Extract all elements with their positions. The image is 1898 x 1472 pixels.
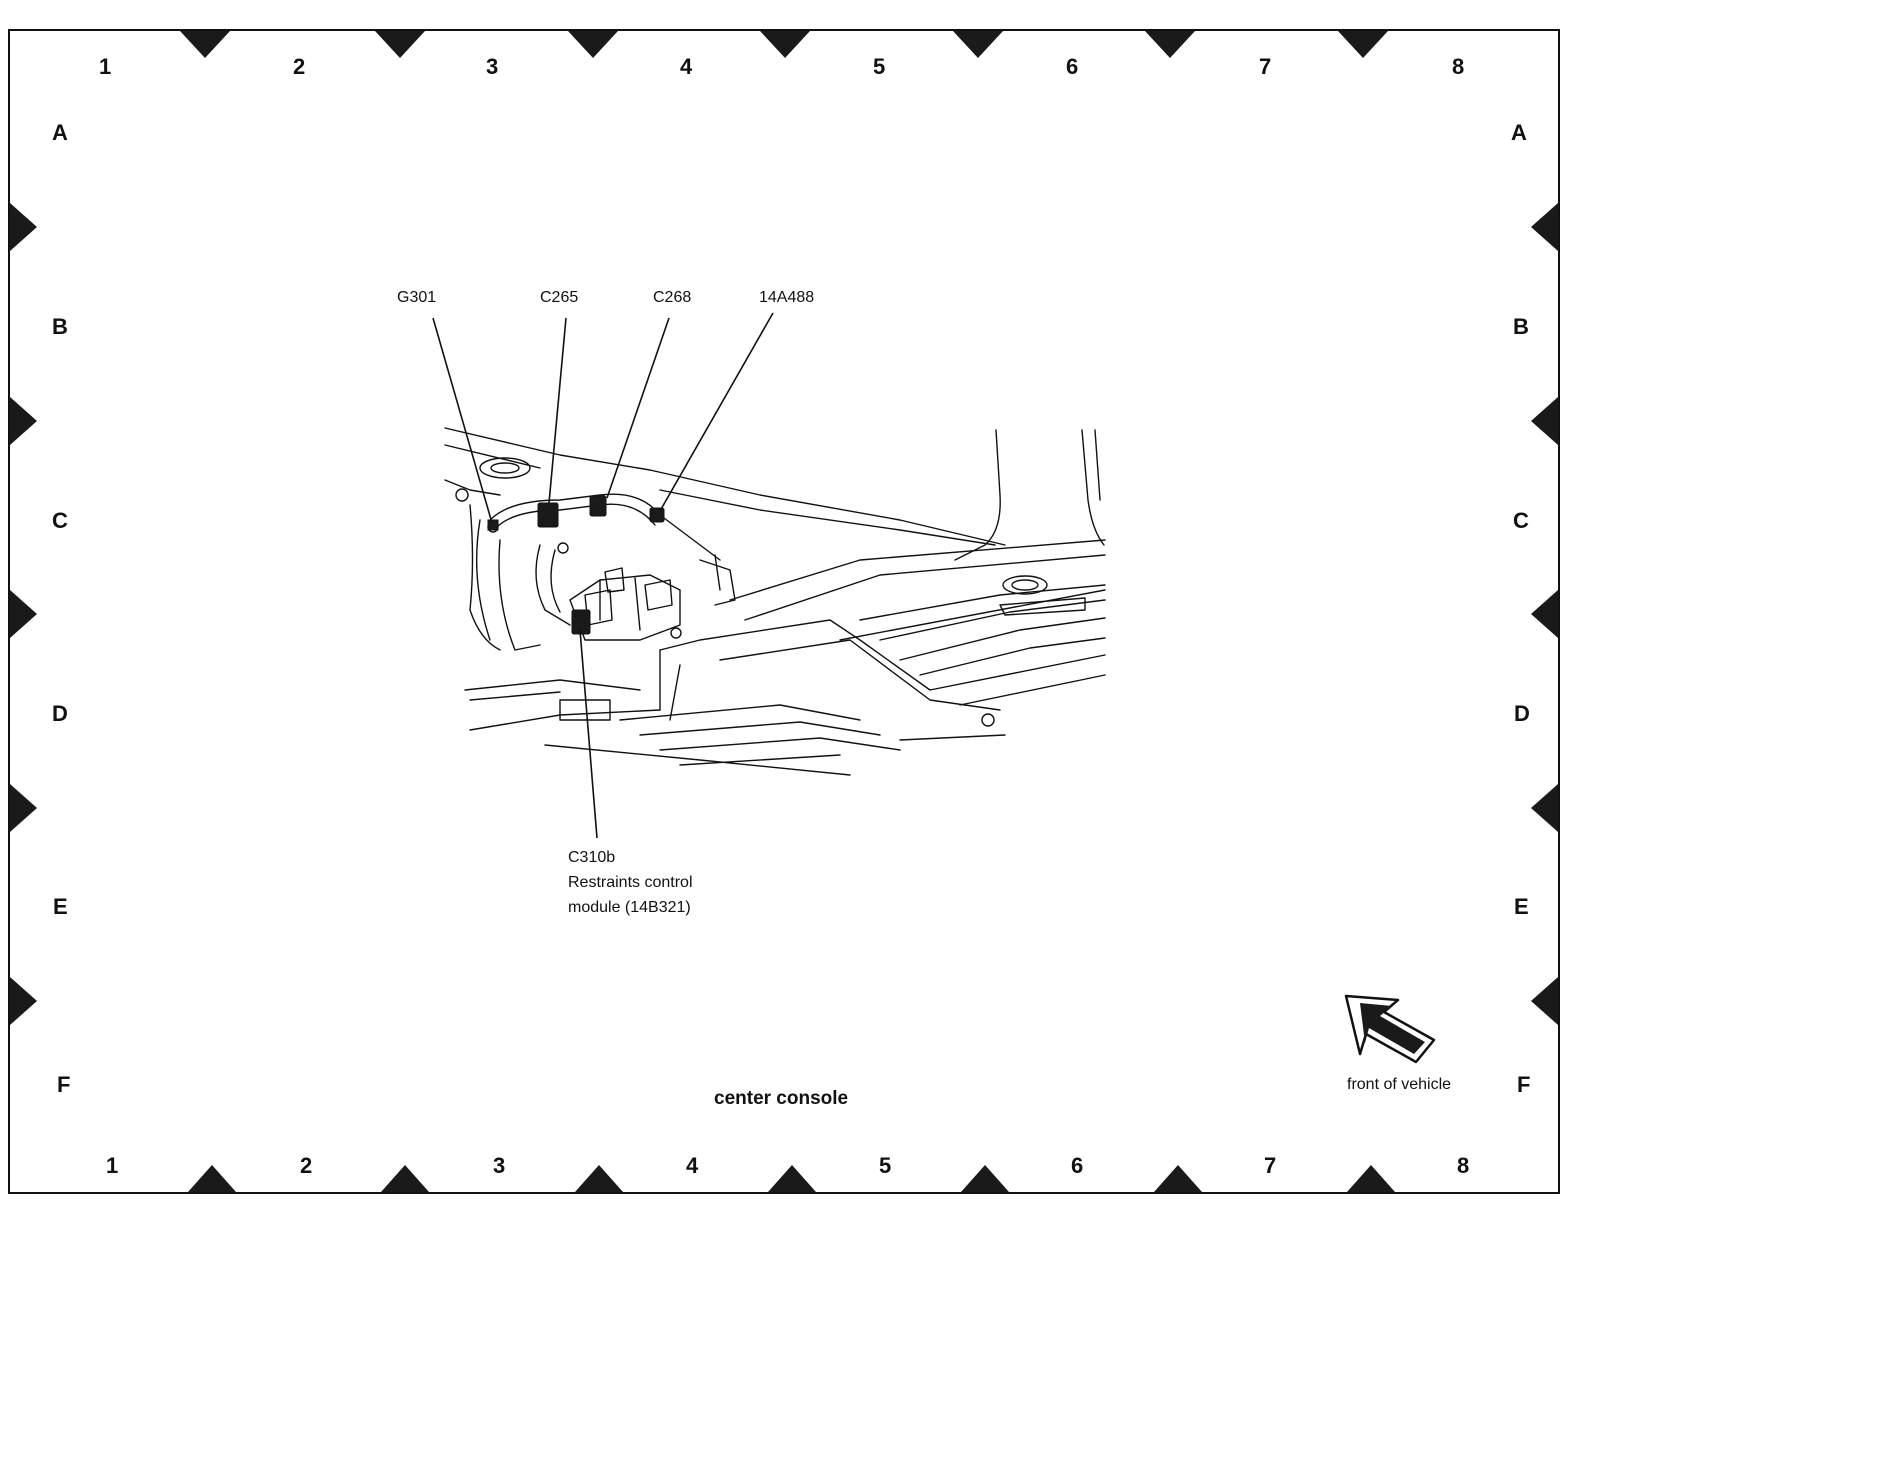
grid-row-left-d: D	[52, 701, 68, 726]
front-of-vehicle-label: front of vehicle	[1347, 1076, 1452, 1093]
grid-col-bottom-6: 6	[1071, 1153, 1084, 1178]
grid-col-top-3: 3	[486, 54, 499, 79]
callout-c310b: C310b	[568, 849, 616, 866]
console-illustration	[444, 427, 1106, 776]
callout-g301: G301	[397, 289, 437, 306]
grid-row-right-f: F	[1517, 1072, 1531, 1097]
bottom-grid-markers	[188, 1165, 1395, 1192]
grid-col-bottom-5: 5	[879, 1153, 892, 1178]
grid-row-left-e: E	[53, 894, 68, 919]
grid-col-bottom-1: 1	[106, 1153, 119, 1178]
left-grid-markers	[10, 203, 37, 1025]
front-of-vehicle-arrow-icon	[1344, 994, 1436, 1064]
locator-diagram	[8, 29, 1560, 1194]
grid-col-top-1: 1	[99, 54, 112, 79]
callout-rcm-line1: Restraints control	[568, 874, 693, 891]
grid-col-bottom-7: 7	[1264, 1153, 1277, 1178]
diagram-title: center console	[714, 1088, 849, 1109]
grid-col-top-4: 4	[680, 54, 693, 79]
callout-c265: C265	[540, 289, 579, 306]
leader-lines	[432, 312, 774, 839]
grid-row-right-b: B	[1513, 314, 1529, 339]
callout-c268: C268	[653, 289, 692, 306]
grid-row-left-b: B	[52, 314, 68, 339]
grid-col-top-7: 7	[1259, 54, 1272, 79]
grid-row-left-c: C	[52, 508, 68, 533]
grid-row-right-e: E	[1514, 894, 1529, 919]
right-grid-markers	[1531, 203, 1558, 1025]
grid-col-bottom-3: 3	[493, 1153, 506, 1178]
diagram-border	[8, 29, 1560, 1194]
grid-col-top-8: 8	[1452, 54, 1465, 79]
grid-col-bottom-2: 2	[300, 1153, 313, 1178]
grid-col-top-6: 6	[1066, 54, 1079, 79]
grid-col-top-5: 5	[873, 54, 886, 79]
callout-14a488: 14A488	[759, 289, 815, 306]
connector-blocks	[487, 495, 665, 635]
grid-col-top-2: 2	[293, 54, 306, 79]
grid-col-bottom-8: 8	[1457, 1153, 1470, 1178]
grid-row-right-d: D	[1514, 701, 1530, 726]
grid-row-right-a: A	[1511, 120, 1527, 145]
callout-rcm-line2: module (14B321)	[568, 899, 691, 916]
grid-row-left-a: A	[52, 120, 68, 145]
grid-row-right-c: C	[1513, 508, 1529, 533]
grid-row-left-f: F	[57, 1072, 71, 1097]
top-grid-markers	[180, 31, 1388, 58]
grid-col-bottom-4: 4	[686, 1153, 699, 1178]
